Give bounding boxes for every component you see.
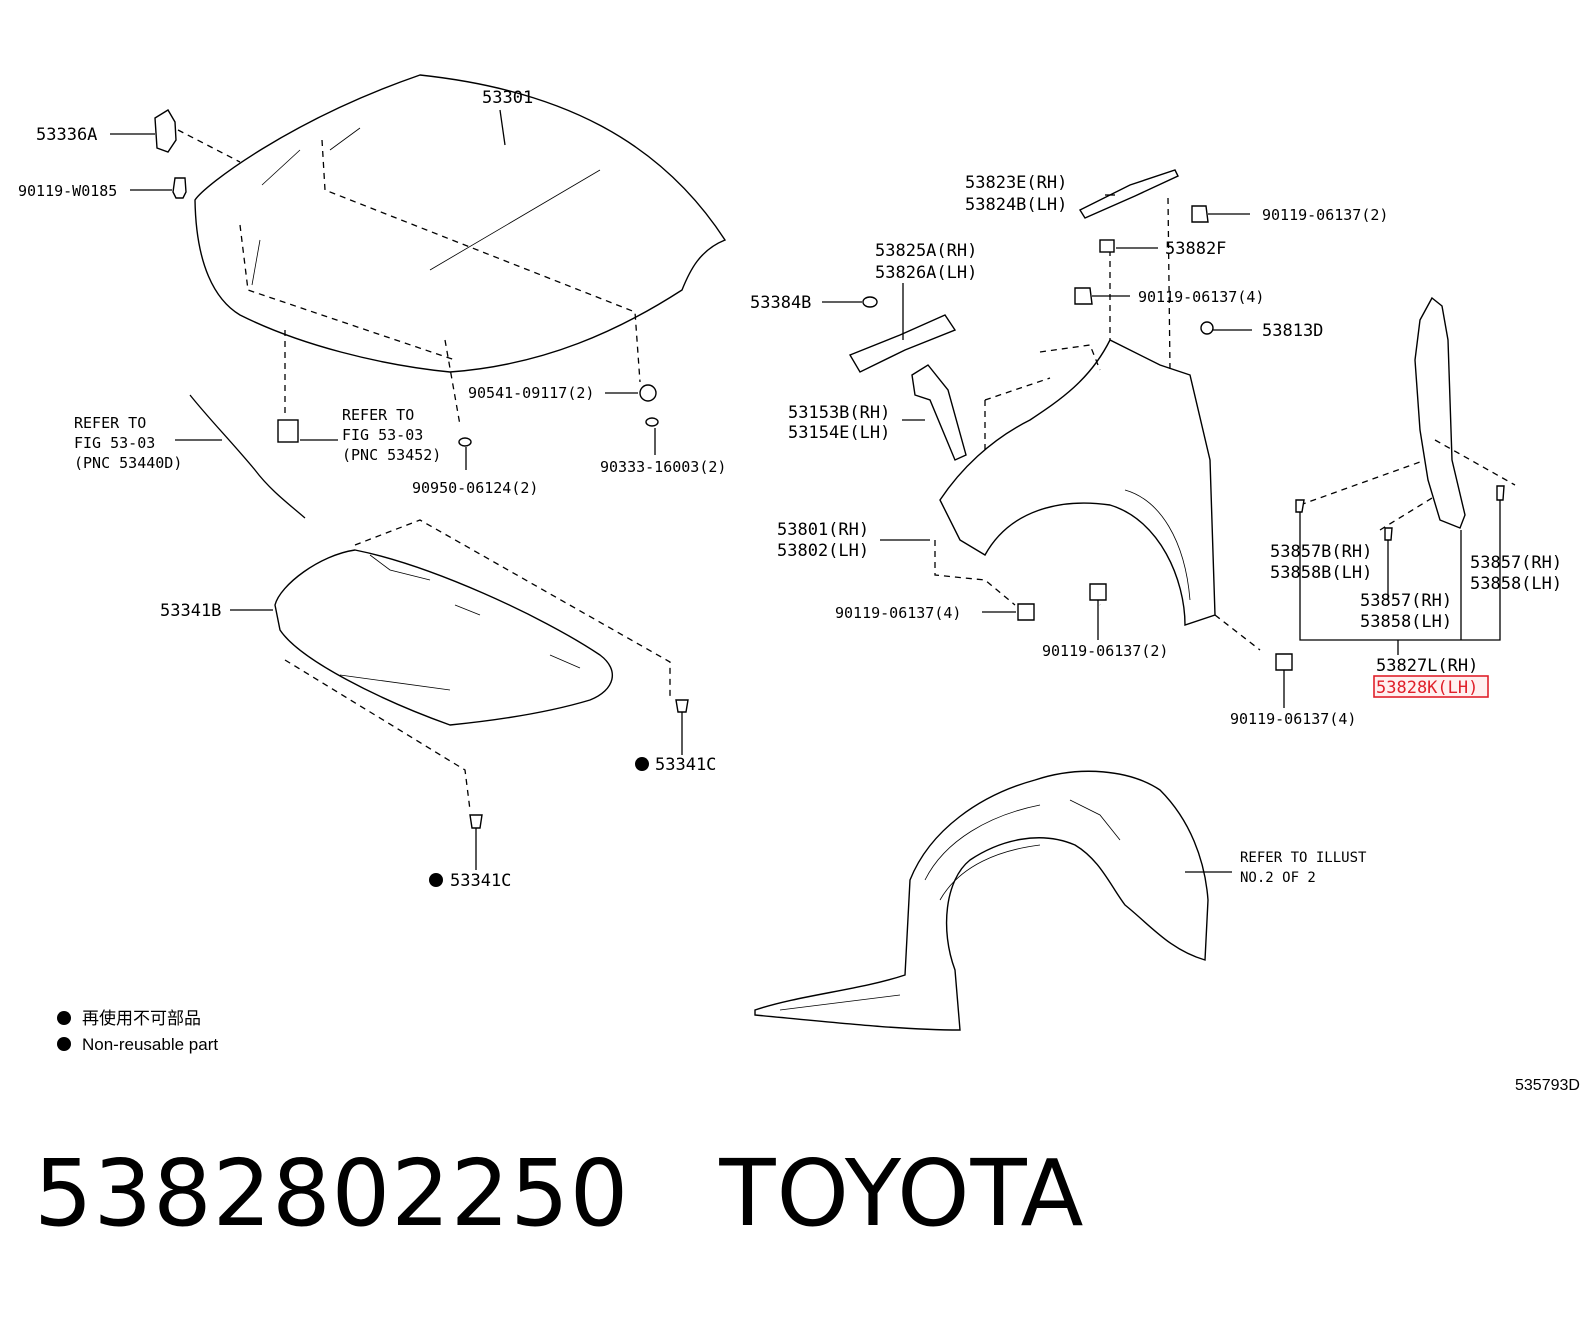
callout-53857-mid: 53857(RH) bbox=[1360, 591, 1452, 611]
clip-icon-3 bbox=[1099, 239, 1115, 253]
figure-id: 535793D bbox=[1515, 1077, 1580, 1094]
callout-53301: 53301 bbox=[482, 88, 533, 108]
bolt-icon-6 bbox=[1275, 653, 1293, 671]
fender-liner-part bbox=[754, 770, 1209, 1031]
callout-53882F: 53882F bbox=[1165, 239, 1226, 259]
reference-2-line3: (PNC 53452) bbox=[342, 446, 441, 464]
legend-line1: 再使用不可部品 bbox=[82, 1008, 201, 1029]
part-number: 5382802250 bbox=[34, 1139, 630, 1247]
fender-liner-seal-part bbox=[1078, 169, 1179, 219]
legend-line2: Non-reusable part bbox=[82, 1035, 218, 1054]
reference-1-line3: (PNC 53440D) bbox=[74, 454, 182, 472]
fender-side-seal-part bbox=[1414, 296, 1466, 529]
callout-90119-06137-bottom: 90119-06137(2) bbox=[1042, 642, 1168, 660]
hood-hinge-part bbox=[154, 109, 177, 153]
callout-53341B: 53341B bbox=[160, 601, 221, 621]
clip-icon bbox=[675, 699, 689, 713]
callout-90541-09117: 90541-09117(2) bbox=[468, 384, 594, 402]
bolt-icon-4 bbox=[1017, 603, 1035, 621]
callout-53857-right: 53857(RH) bbox=[1470, 553, 1562, 573]
callout-53802: 53802(LH) bbox=[777, 541, 869, 561]
callout-53825A: 53825A(RH) bbox=[875, 241, 977, 261]
reference-3-line2: NO.2 OF 2 bbox=[1240, 870, 1316, 886]
callout-90950-06124: 90950-06124(2) bbox=[412, 479, 538, 497]
callout-53858B: 53858B(LH) bbox=[1270, 563, 1372, 583]
fender-bracket-part bbox=[911, 364, 967, 461]
callout-90119-W0185: 90119-W0185 bbox=[18, 182, 117, 200]
bolt-icon-2 bbox=[1191, 205, 1209, 223]
callout-53336A: 53336A bbox=[36, 125, 97, 145]
callout-53154E: 53154E(LH) bbox=[788, 423, 890, 443]
clip-icon-5 bbox=[1295, 499, 1305, 513]
callout-53153B: 53153B(RH) bbox=[788, 403, 890, 423]
front-fender-part bbox=[939, 339, 1216, 626]
callout-53341C-b: 53341C bbox=[450, 871, 511, 891]
callout-53858-right: 53858(LH) bbox=[1470, 574, 1562, 594]
callout-90119-06137-mid: 90119-06137(4) bbox=[1138, 288, 1264, 306]
callout-90119-06137-left: 90119-06137(4) bbox=[835, 604, 961, 622]
clip-icon-4 bbox=[1200, 321, 1214, 335]
bolt-icon bbox=[172, 177, 187, 199]
callout-53857B: 53857B(RH) bbox=[1270, 542, 1372, 562]
hood-part bbox=[194, 74, 727, 373]
clip-icon-2 bbox=[469, 814, 483, 829]
cushion-icon-2 bbox=[458, 437, 472, 447]
legend-dot-icon bbox=[57, 1011, 71, 1025]
nut-icon bbox=[639, 384, 657, 402]
reference-1-line2: FIG 53-03 bbox=[74, 434, 155, 452]
clip-icon-7 bbox=[1384, 527, 1393, 541]
brand-name: TOYOTA bbox=[719, 1139, 1085, 1247]
callout-53384B: 53384B bbox=[750, 293, 811, 313]
reference-2-line2: FIG 53-03 bbox=[342, 426, 423, 444]
highlight-box bbox=[1373, 675, 1489, 698]
reference-3-line1: REFER TO ILLUST bbox=[1240, 850, 1367, 866]
hood-lock-part bbox=[277, 419, 299, 443]
fender-seal-part bbox=[848, 314, 957, 373]
callout-90333-16003: 90333-16003(2) bbox=[600, 458, 726, 476]
footer: 5382802250 TOYOTA bbox=[34, 1138, 1085, 1248]
cushion-icon bbox=[645, 417, 659, 427]
clip-icon-6 bbox=[1496, 485, 1505, 501]
callout-53823E: 53823E(RH) bbox=[965, 173, 1067, 193]
callout-53341C-a: 53341C bbox=[655, 755, 716, 775]
legend-dot-icon-2 bbox=[57, 1037, 71, 1051]
callout-53827L: 53827L(RH) bbox=[1376, 656, 1478, 676]
callout-53824B: 53824B(LH) bbox=[965, 195, 1067, 215]
non-reusable-dot-icon-2 bbox=[429, 873, 443, 887]
reference-1-line1: REFER TO bbox=[74, 414, 146, 432]
callout-53828K: 53828K(LH) bbox=[1376, 678, 1478, 698]
callout-53801: 53801(RH) bbox=[777, 520, 869, 540]
bolt-icon-3 bbox=[1074, 287, 1093, 305]
bolt-icon-5 bbox=[1089, 583, 1107, 601]
callout-53858-mid: 53858(LH) bbox=[1360, 612, 1452, 632]
grommet-icon bbox=[862, 296, 878, 308]
callout-90119-06137-top: 90119-06137(2) bbox=[1262, 206, 1388, 224]
hood-insulator-part bbox=[274, 549, 613, 726]
non-reusable-dot-icon bbox=[635, 757, 649, 771]
callout-90119-06137-right: 90119-06137(4) bbox=[1230, 710, 1356, 728]
reference-2-line1: REFER TO bbox=[342, 406, 414, 424]
callout-53826A: 53826A(LH) bbox=[875, 263, 977, 283]
callout-53813D: 53813D bbox=[1262, 321, 1323, 341]
